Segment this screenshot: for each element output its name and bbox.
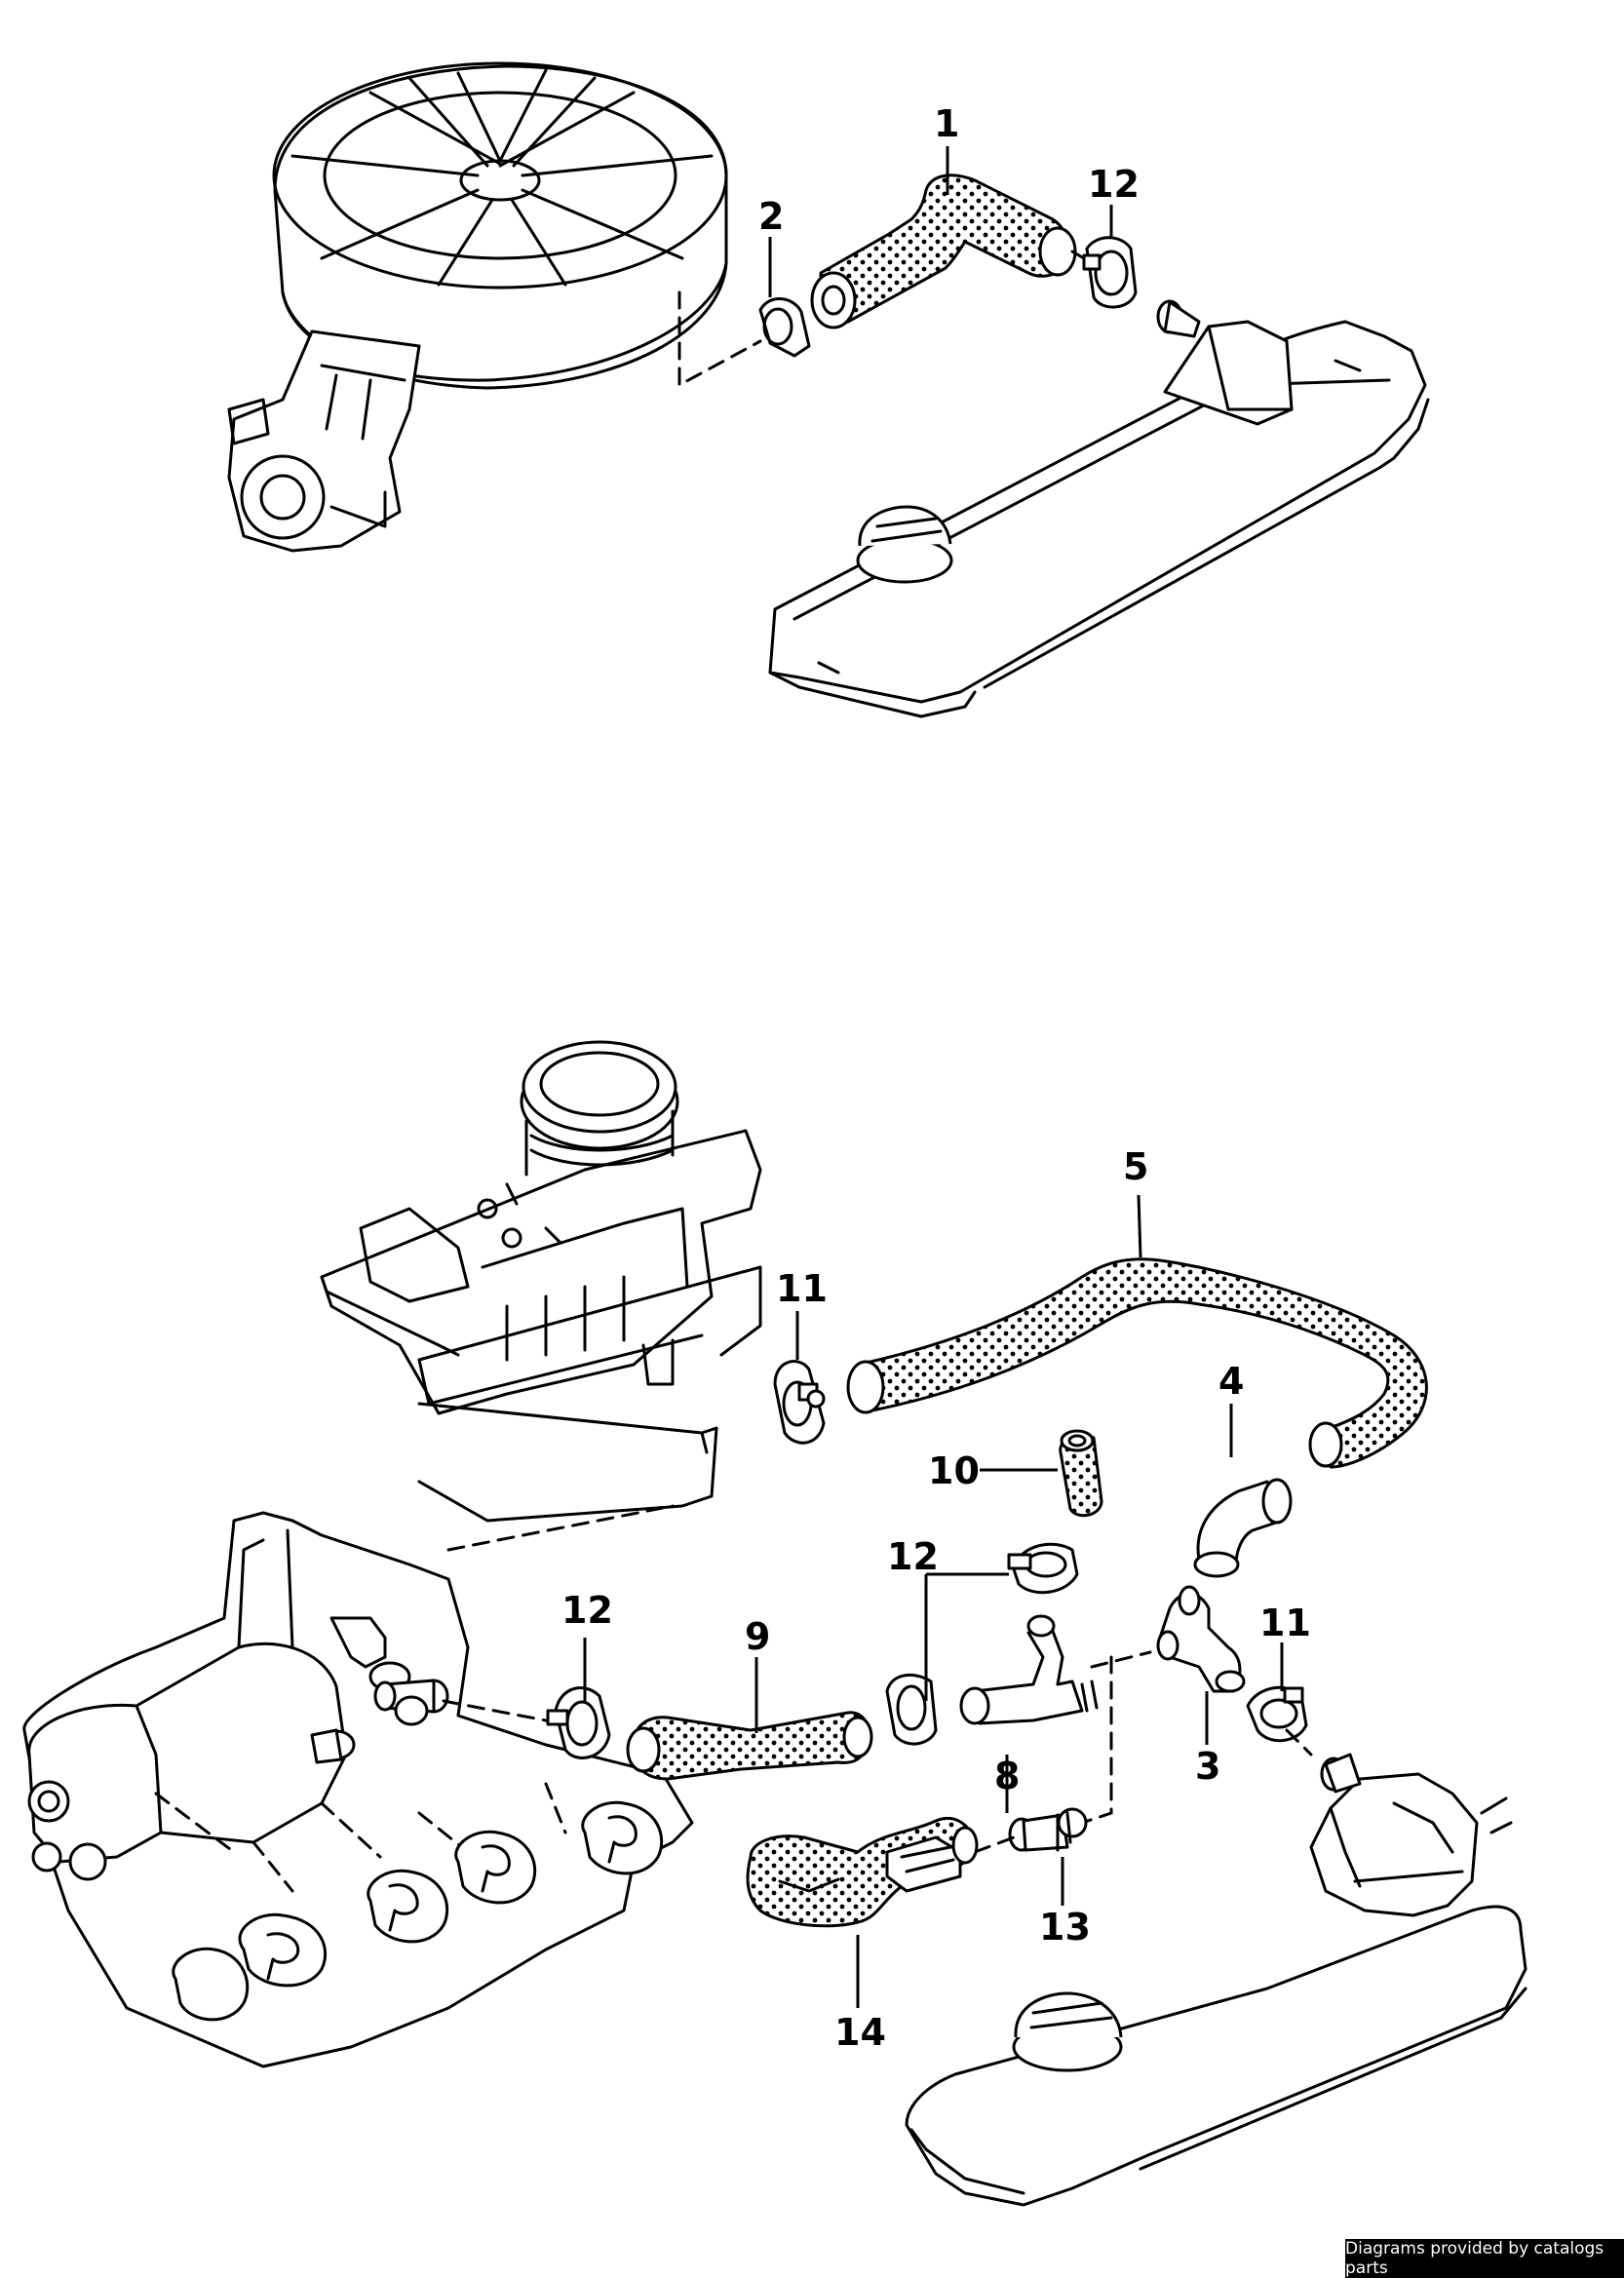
connection-line-11 [1285,1728,1313,1757]
callout-3: 3 [1195,1745,1220,1788]
clamp-12-lower [885,1673,938,1746]
clamp-11-upper [773,1360,826,1445]
clamp-11-right [1246,1685,1308,1743]
clamp-12-mid [1007,1542,1079,1595]
hose-1-end-left [810,271,857,329]
callout-11-right: 11 [1259,1602,1311,1644]
callout-10: 10 [928,1449,980,1492]
valve-cover-bottom [905,1753,1527,2207]
callout-1: 1 [934,102,959,145]
hose-5 [856,1257,1428,1469]
clamp-2 [758,297,811,358]
callout-leaders-bottom [583,1194,1284,2008]
intake-manifold [22,1511,694,2068]
elbow-4 [1193,1478,1293,1578]
tee-8 [959,1614,1099,1725]
connection-line-throttle [446,1504,675,1552]
connection-line-8 [1080,1650,1152,1825]
callout-13: 13 [1039,1906,1091,1949]
carburetor [227,329,421,553]
hose-1 [818,174,1069,326]
callout-12-mid: 12 [887,1535,939,1578]
credit-badge: Diagrams provided by catalogs parts [1345,2239,1624,2278]
hose-14 [746,1817,979,1928]
tee-3 [1156,1585,1246,1693]
callout-12-top: 12 [1088,163,1140,206]
callout-leaders-top [768,146,1113,297]
manifold-ports [172,1800,664,2022]
callout-2: 2 [758,195,784,238]
clamp-12-top [1082,236,1138,309]
callout-12-left: 12 [561,1589,613,1632]
connection-line-top [677,290,762,388]
manifold-fitting [373,1679,449,1726]
hose-1-end-right [1038,226,1077,277]
air-filter-housing [272,61,728,390]
hose-9 [632,1711,871,1781]
callout-11-upper: 11 [776,1267,828,1310]
callout-4: 4 [1218,1360,1244,1403]
callout-14: 14 [834,2011,886,2054]
clamp-12-left [546,1686,611,1759]
connection-line-9 [442,1699,548,1722]
callout-8: 8 [994,1755,1020,1797]
connection-line-13 [973,1835,1016,1854]
callout-9: 9 [745,1615,770,1658]
valve-cover-top [768,299,1430,718]
sleeve-10 [1059,1429,1103,1518]
valve-13 [1008,1807,1088,1852]
callout-5: 5 [1123,1145,1148,1188]
throttle-body-assembly [320,1040,762,1523]
